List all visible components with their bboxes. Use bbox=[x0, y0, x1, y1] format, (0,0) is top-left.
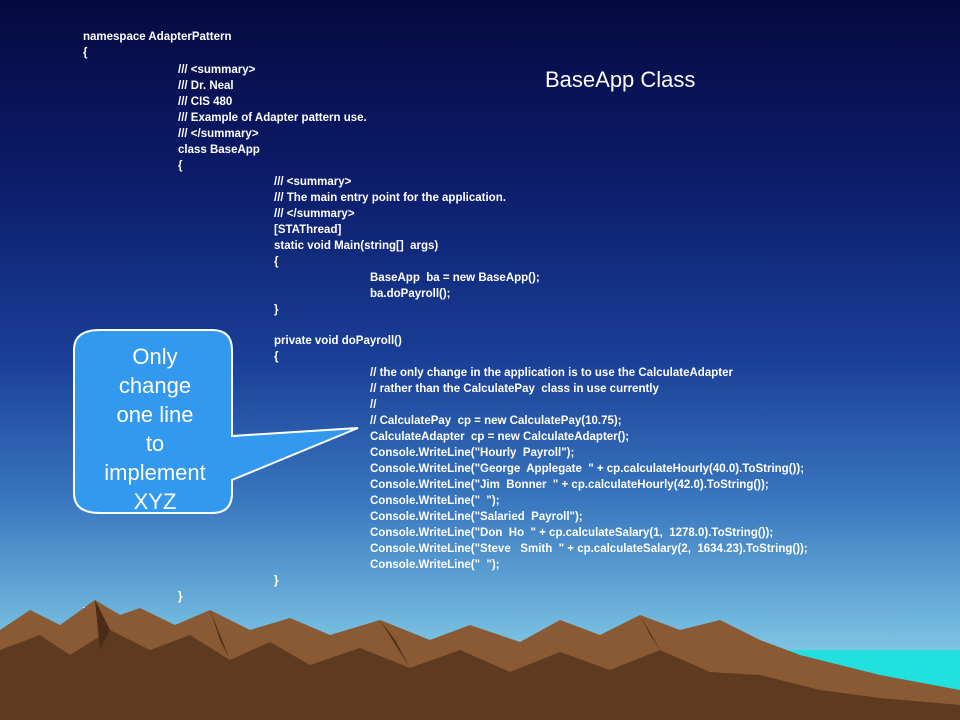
code-line: ba.doPayroll(); bbox=[370, 288, 451, 300]
code-line: // rather than the CalculatePay class in… bbox=[370, 383, 659, 395]
code-line: Console.WriteLine("George Applegate " + … bbox=[370, 463, 805, 475]
callout-line: change bbox=[118, 373, 192, 398]
code-line: /// Dr. Neal bbox=[178, 80, 234, 92]
code-line: /// The main entry point for the applica… bbox=[274, 192, 506, 204]
code-line: [STAThread] bbox=[274, 224, 342, 236]
code-line: { bbox=[274, 351, 279, 363]
code-line: Console.WriteLine(" "); bbox=[370, 559, 500, 571]
code-line: Console.WriteLine("Hourly Payroll"); bbox=[370, 447, 575, 459]
callout-line: XYZ bbox=[133, 489, 177, 514]
callout-text: Only change one line to implement XYZ bbox=[80, 342, 230, 516]
code-line: Console.WriteLine(" "); bbox=[370, 495, 500, 507]
code-line: static void Main(string[] args) bbox=[274, 240, 439, 252]
mountain-shadow bbox=[0, 630, 960, 720]
code-line: class BaseApp bbox=[178, 144, 260, 156]
code-line: } bbox=[274, 575, 279, 587]
code-line: private void doPayroll() bbox=[274, 335, 402, 347]
code-line: /// <summary> bbox=[178, 64, 256, 76]
code-line: /// <summary> bbox=[274, 176, 352, 188]
code-line: { bbox=[83, 47, 88, 59]
callout-line: to bbox=[145, 431, 165, 456]
code-line: // CalculatePay cp = new CalculatePay(10… bbox=[370, 415, 622, 427]
code-line: } bbox=[178, 591, 183, 603]
slide-title: BaseApp Class bbox=[545, 67, 696, 92]
code-line: CalculateAdapter cp = new CalculateAdapt… bbox=[370, 431, 630, 443]
code-line: /// </summary> bbox=[274, 208, 355, 220]
code-line: { bbox=[178, 160, 183, 172]
callout-line: implement bbox=[104, 460, 206, 485]
code-line: /// Example of Adapter pattern use. bbox=[178, 112, 367, 124]
code-line: /// </summary> bbox=[178, 128, 259, 140]
code-line: } bbox=[274, 304, 279, 316]
code-line: Console.WriteLine("Don Ho " + cp.calcula… bbox=[370, 527, 774, 539]
code-line: Console.WriteLine("Salaried Payroll"); bbox=[370, 511, 583, 523]
code-block: namespace AdapterPattern { /// <summary>… bbox=[0, 0, 960, 640]
code-line: namespace AdapterPattern bbox=[83, 31, 232, 43]
code-line: Console.WriteLine("Steve Smith " + cp.ca… bbox=[370, 543, 808, 555]
code-line: // bbox=[370, 399, 377, 411]
code-line: // the only change in the application is… bbox=[370, 367, 733, 379]
callout-line: Only bbox=[132, 344, 178, 369]
callout-line: one line bbox=[116, 402, 194, 427]
code-line: Console.WriteLine("Jim Bonner " + cp.cal… bbox=[370, 479, 769, 491]
mountain-landscape-image bbox=[0, 600, 960, 720]
code-line: { bbox=[274, 256, 279, 268]
code-line: /// CIS 480 bbox=[178, 96, 233, 108]
code-line: BaseApp ba = new BaseApp(); bbox=[370, 272, 540, 284]
